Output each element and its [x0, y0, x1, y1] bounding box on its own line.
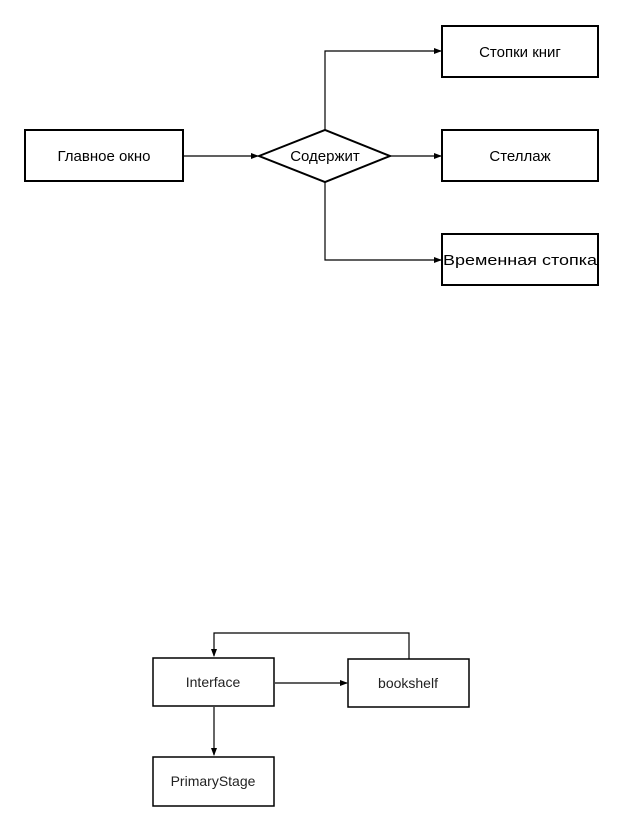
relationship-contains[interactable]: Содержит — [256, 128, 393, 184]
entity-temp-stack[interactable]: Временная стопка — [441, 233, 599, 286]
entity-book-stacks-label: Стопки книг — [479, 44, 561, 61]
entity-main-window-label: Главное окно — [57, 148, 150, 165]
er-diagram: Главное окно Содержит Стопки книг Стелла… — [24, 25, 599, 286]
entity-shelf[interactable]: Стеллаж — [441, 129, 599, 182]
class-diagram: Interface bookshelf PrimaryStage — [152, 632, 470, 807]
class-interface[interactable]: Interface — [152, 657, 275, 707]
connector-relation-to-book-stacks — [324, 48, 442, 130]
entity-book-stacks[interactable]: Стопки книг — [441, 25, 599, 78]
class-primarystage[interactable]: PrimaryStage — [152, 756, 275, 807]
connector-relation-to-temp-stack — [324, 182, 442, 263]
relationship-contains-label: Содержит — [290, 148, 360, 165]
class-interface-label: Interface — [186, 674, 241, 690]
connector-bookshelf-to-interface — [211, 632, 410, 659]
class-bookshelf[interactable]: bookshelf — [347, 658, 470, 708]
entity-main-window[interactable]: Главное окно — [24, 129, 184, 182]
class-primarystage-label: PrimaryStage — [171, 773, 256, 789]
class-bookshelf-label: bookshelf — [378, 675, 438, 691]
entity-shelf-label: Стеллаж — [489, 148, 550, 165]
entity-temp-stack-label: Временная стопка — [443, 252, 598, 269]
